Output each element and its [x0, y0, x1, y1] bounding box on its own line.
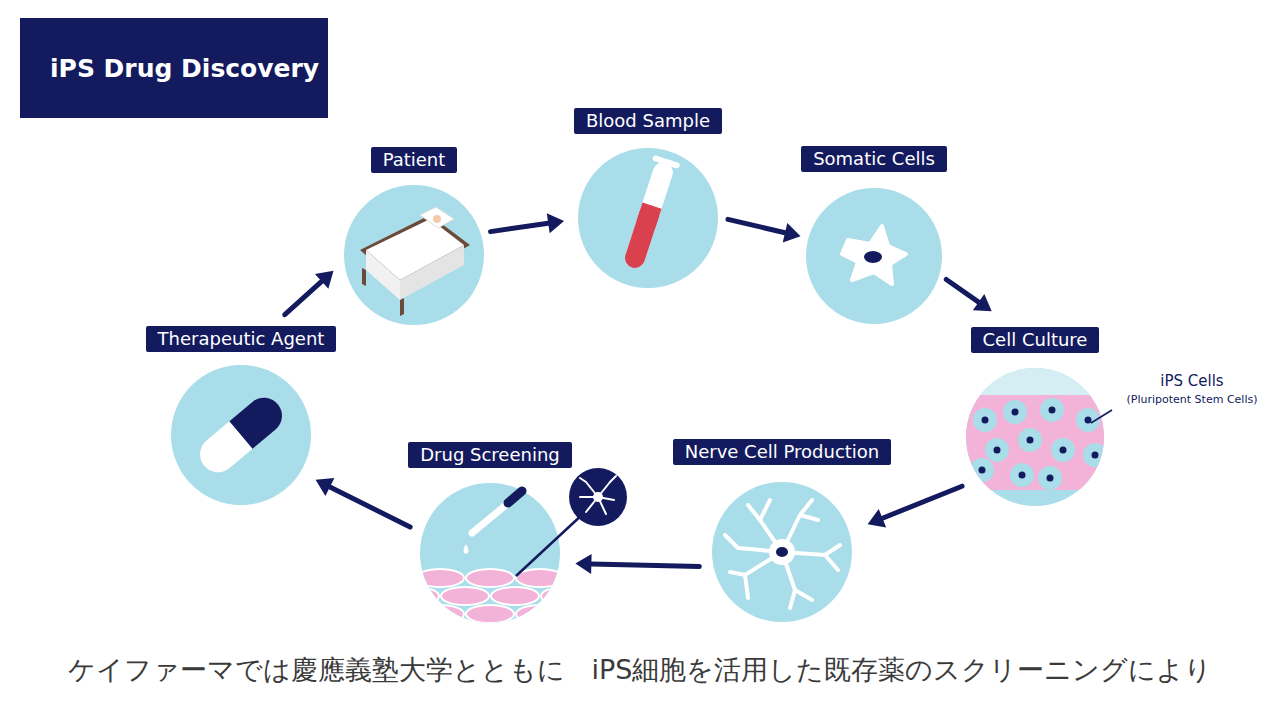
- neuron-icon: [725, 500, 840, 608]
- arrow-shaft: [330, 487, 410, 527]
- node-label: Somatic Cells: [801, 146, 947, 172]
- title-text: iPS Drug Discovery: [50, 54, 319, 83]
- test-tube-icon: [619, 155, 681, 272]
- arrow-shaft: [728, 219, 785, 232]
- arrow-head: [547, 213, 564, 233]
- title-banner: iPS Drug Discovery: [20, 18, 328, 118]
- flow-arrow: [868, 486, 962, 527]
- flow-arrow: [575, 554, 699, 574]
- callout-circle: [569, 468, 627, 526]
- leader-line: [1091, 410, 1112, 423]
- arrow-shaft: [591, 564, 699, 567]
- arrow-shaft: [882, 486, 962, 518]
- node-label: Blood Sample: [574, 108, 722, 134]
- callout-line: [516, 513, 584, 576]
- annotation: iPS Cells (Pluripotent Stem Cells): [1108, 372, 1276, 406]
- node-label: Therapeutic Agent: [146, 326, 337, 352]
- node-label: Cell Culture: [971, 327, 1100, 353]
- flow-arrow: [946, 279, 991, 311]
- annotation-text: (Pluripotent Stem Cells): [1108, 393, 1276, 406]
- arrow-shaft: [285, 281, 322, 314]
- arrow-head: [783, 223, 801, 242]
- bed-icon: [360, 207, 470, 316]
- arrow-head: [316, 478, 335, 496]
- flow-arrow: [316, 478, 411, 527]
- flow-arrow: [285, 271, 334, 315]
- node-label: Nerve Cell Production: [673, 439, 892, 465]
- annotation-text: iPS Cells: [1108, 372, 1276, 390]
- node-label: Drug Screening: [408, 442, 572, 468]
- somatic-cell-icon: [842, 226, 906, 284]
- arrow-head: [868, 509, 887, 528]
- screening-icon: [391, 569, 589, 623]
- arrow-head: [315, 271, 334, 289]
- flow-arrow: [728, 219, 801, 242]
- flow-arrow: [491, 213, 565, 233]
- caption: ケイファーマでは慶應義塾大学とともに iPS細胞を活用した既存薬のスクリーニング…: [0, 652, 1280, 688]
- pipette-icon: [464, 491, 523, 554]
- node-label: Patient: [371, 147, 458, 173]
- arrow-shaft: [491, 223, 549, 231]
- arrow-head: [575, 554, 591, 574]
- cell-culture-icon: [960, 365, 1110, 490]
- arrow-head: [973, 294, 992, 311]
- capsule-icon: [193, 390, 290, 479]
- arrow-shaft: [946, 279, 978, 302]
- process-node: Nerve Cell Production: [632, 439, 932, 622]
